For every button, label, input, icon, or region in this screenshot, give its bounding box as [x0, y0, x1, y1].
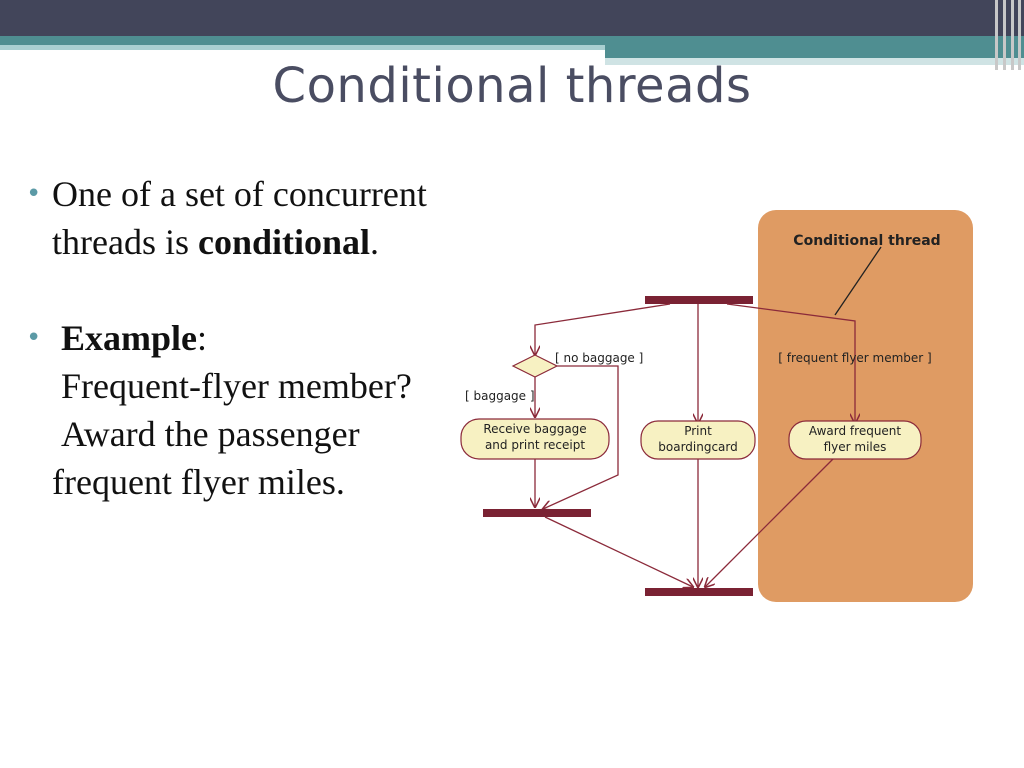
activity-diagram: Conditional thread [ no baggage ] [ bagg… [460, 210, 973, 602]
example-question: Frequent-flyer member? [61, 366, 412, 406]
flow-fork-to-award [726, 303, 855, 423]
bullet-item-example: • Example: [22, 314, 442, 362]
activity-receive-baggage-line1: Receive baggage [483, 422, 586, 436]
flow-join-to-final [544, 516, 693, 587]
bullet-text: One of a set of concurrent threads is [52, 174, 427, 262]
bullet-item-definition: • One of a set of concurrent threads is … [22, 170, 442, 266]
bullet-period: . [370, 222, 380, 262]
top-decorative-band [0, 0, 1024, 70]
activity-print-line1: Print [684, 424, 712, 438]
region-label: Conditional thread [793, 233, 940, 249]
activity-print-line2: boardingcard [658, 440, 738, 454]
region-label-pointer [834, 246, 882, 316]
guard-baggage: [ baggage ] [465, 389, 535, 403]
inner-join-bar [483, 509, 591, 517]
bullet-dot-icon: • [26, 179, 42, 209]
activity-award-line2: flyer miles [824, 440, 887, 454]
bullet-list: • One of a set of concurrent threads is … [22, 170, 442, 506]
guard-no-baggage: [ no baggage ] [555, 351, 643, 365]
flow-fork-to-decision [535, 303, 671, 355]
activity-award-miles [788, 420, 922, 460]
fork-bar [645, 296, 753, 304]
guard-frequent-flyer: [ frequent flyer member ] [778, 351, 932, 365]
conditional-thread-region [758, 210, 973, 602]
example-label: Example [61, 318, 198, 358]
activity-receive-baggage-line2: and print receipt [485, 438, 585, 452]
bullet-dot-icon: • [26, 323, 42, 353]
flow-decision-no-baggage [543, 365, 619, 509]
example-colon: : [197, 318, 208, 358]
final-join-bar [645, 588, 753, 596]
decision-diamond [511, 354, 559, 378]
bullet-emphasis: conditional [197, 222, 371, 262]
slide-title: Conditional threads [272, 58, 752, 114]
flow-award-to-final [705, 458, 834, 587]
example-answer: Award the passenger frequent flyer miles… [52, 414, 360, 502]
activity-award-line1: Award frequent [809, 424, 902, 438]
